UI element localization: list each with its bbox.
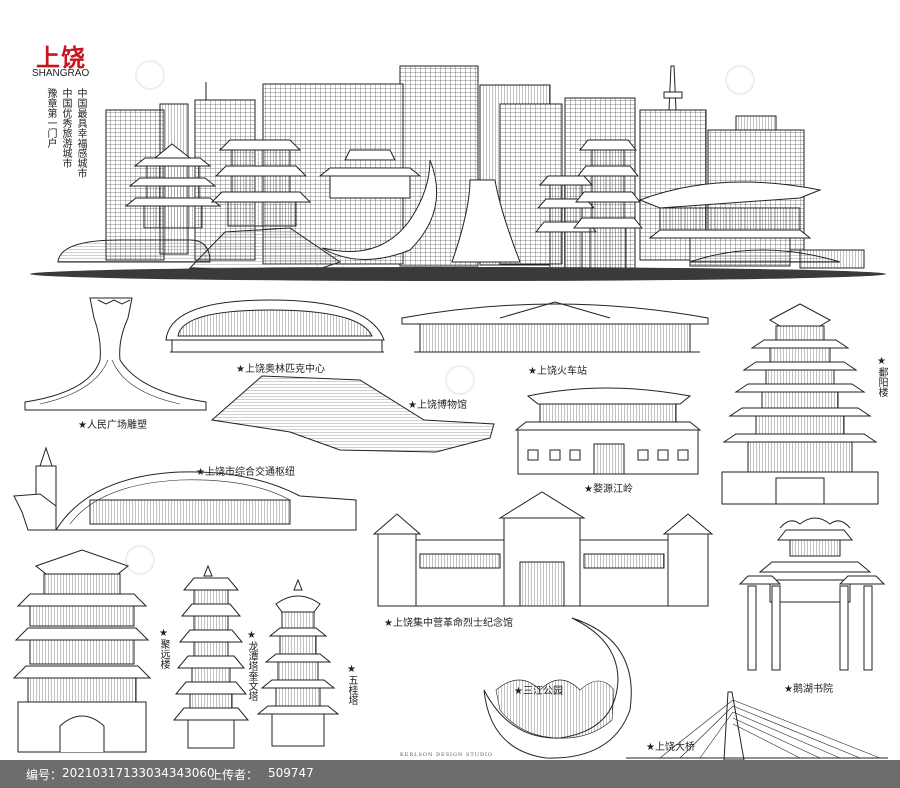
label-sanjiang-park: ★三江公园 [514, 686, 563, 697]
olympic-center [165, 299, 385, 353]
footer-uploader: 509747 [268, 766, 314, 780]
city-subtitle: SHANGRAO [32, 68, 90, 79]
transport-hub [13, 446, 357, 531]
label-wuyuan: ★婺源江岭 [584, 484, 633, 495]
slogan-1: 中国最具幸福感城市 [75, 88, 86, 178]
railway-station [401, 301, 709, 353]
label-olympic-center: ★上饶奥林匹克中心 [236, 364, 325, 375]
label-railway-station: ★上饶火车站 [528, 366, 587, 377]
footer-number-label: 编号： [26, 768, 63, 782]
label-people-square: ★人民广场雕塑 [78, 420, 147, 431]
slogan-3: 豫章第一门户 [45, 88, 56, 148]
footer-number: 20210317133034343060 [62, 766, 215, 780]
ehu-academy-gate [738, 517, 886, 671]
footer-uploader-label: 上传者： [210, 768, 259, 782]
wugui-pagoda [256, 578, 340, 747]
museum [210, 375, 495, 453]
wuyuan-building [514, 387, 702, 475]
label-longtan-pagoda: ★龙潭塔奎文塔 [246, 630, 257, 701]
martyrs-memorial [372, 491, 714, 607]
longtan-pagoda [172, 564, 250, 749]
label-museum: ★上饶博物馆 [408, 400, 467, 411]
juyuan-tower [12, 549, 152, 753]
skyline-ground [30, 267, 886, 281]
sanjiang-park-moon [483, 617, 632, 759]
footer-bar: 编号： 20210317133034343060 上传者： 509747 [0, 760, 900, 788]
label-transport-hub: ★上饶市综合交通枢纽 [196, 467, 295, 478]
studio-name: KERLSON DESIGN STUDIO [400, 752, 494, 758]
label-martyrs-memorial: ★上饶集中营革命烈士纪念馆 [384, 618, 513, 629]
label-bridge: ★上饶大桥 [646, 742, 695, 753]
label-ehu-academy: ★鹅湖书院 [784, 684, 833, 695]
label-juyuan-tower: ★聚远楼 [158, 628, 169, 669]
slogan-2: 中国优秀旅游城市 [60, 88, 71, 168]
people-square-sculpture [24, 297, 207, 411]
city-title: 上饶 [36, 44, 86, 72]
label-wugui-pagoda: ★五桂塔 [346, 664, 357, 705]
label-poyang-tower: ★鄱阳楼 [876, 356, 887, 397]
poyang-tower [721, 303, 879, 505]
skyline-top [57, 65, 865, 273]
